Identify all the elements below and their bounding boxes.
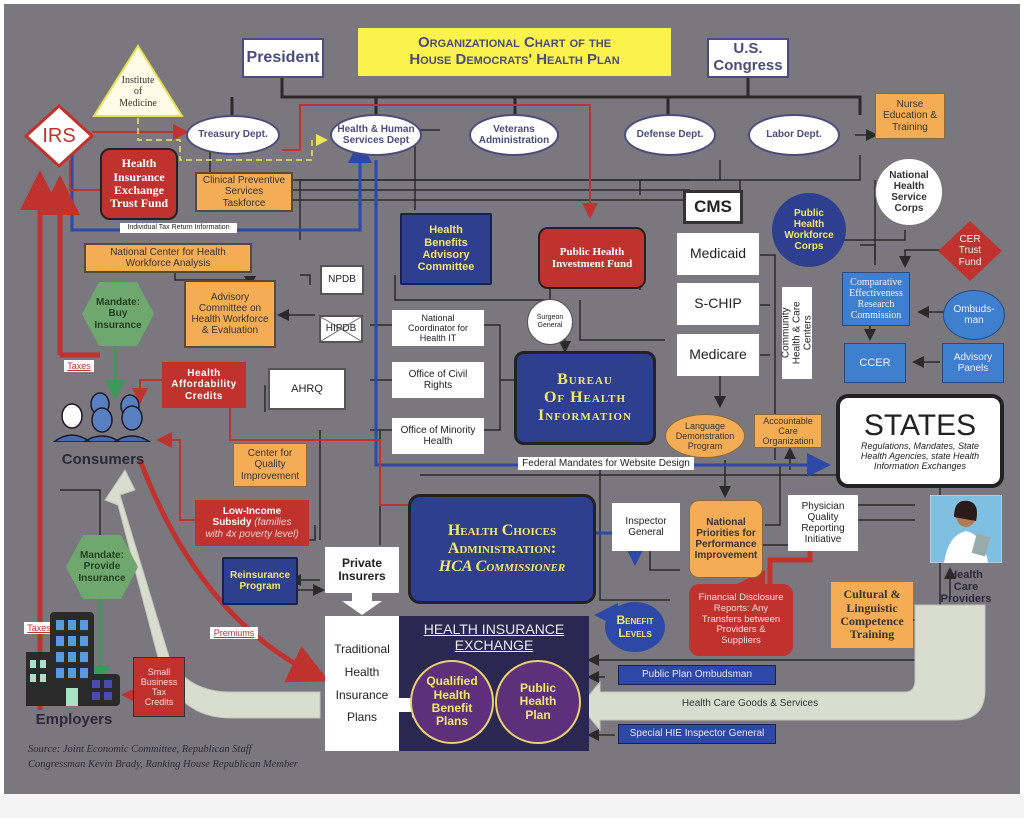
consumers-group-icon	[52, 392, 152, 442]
defense-dept[interactable]: Defense Dept.	[624, 114, 716, 156]
employers-label: Employers	[35, 710, 113, 728]
tax-return-info-label: Individual Tax Return Information	[120, 223, 237, 233]
states-box[interactable]: STATES Regulations, Mandates, State Heal…	[836, 394, 1004, 488]
mandate-lines	[90, 345, 125, 685]
premiums-label: Premiums	[210, 627, 258, 639]
medicaid-box[interactable]: Medicaid	[677, 233, 759, 275]
cer-trust-fund-diamond[interactable]	[937, 220, 1003, 282]
ccer-box[interactable]: CCER	[844, 343, 906, 383]
low-income-subsidy[interactable]: Low-Income Subsidy (families with 4x pov…	[195, 500, 309, 546]
ahrq-box[interactable]: AHRQ	[268, 368, 346, 410]
president-box[interactable]: President	[242, 38, 324, 78]
goods-services-label: Health Care Goods & Services	[681, 698, 819, 710]
federal-mandates-label: Federal Mandates for Website Design	[518, 457, 694, 470]
treasury-dept[interactable]: Treasury Dept.	[186, 115, 280, 155]
ombudsman[interactable]: Ombuds-man	[943, 290, 1005, 340]
schip-box[interactable]: S-CHIP	[677, 283, 759, 325]
special-hie-inspector-general[interactable]: Special HIE Inspector General	[618, 724, 776, 744]
private-to-traditional-arrow	[342, 593, 382, 615]
page-margin	[0, 794, 1024, 818]
institute-dashed-line	[137, 118, 328, 161]
irs-label: IRS	[42, 124, 76, 147]
medicare-box[interactable]: Medicare	[677, 334, 759, 376]
hierarchy-lines	[230, 78, 862, 115]
goods-flow	[104, 469, 986, 732]
npdb-box[interactable]: NPDB	[320, 265, 364, 295]
hipdb-box[interactable]: HIPDB	[319, 315, 363, 343]
institute-of-medicine-triangle[interactable]	[92, 44, 184, 118]
public-plan-ombudsman[interactable]: Public Plan Ombudsman	[618, 665, 776, 685]
labor-dept[interactable]: Labor Dept.	[748, 114, 840, 156]
congress-box[interactable]: U.S.Congress	[707, 38, 789, 78]
taxes-label-consumers: Taxes	[64, 360, 94, 372]
mandate-buy-insurance-hexagon[interactable]	[80, 280, 156, 348]
irs-diamond[interactable]	[24, 104, 94, 168]
cms-box[interactable]: CMS	[683, 190, 743, 224]
source-note: Source: Joint Economic Committee, Republ…	[28, 744, 298, 771]
employers-building-icon	[26, 612, 120, 706]
consumers-label: Consumers	[61, 450, 145, 468]
taxes-label-employers: Taxes	[24, 622, 54, 634]
doctor-icon	[930, 495, 1002, 563]
mandate-provide-insurance-hexagon[interactable]	[64, 533, 140, 601]
